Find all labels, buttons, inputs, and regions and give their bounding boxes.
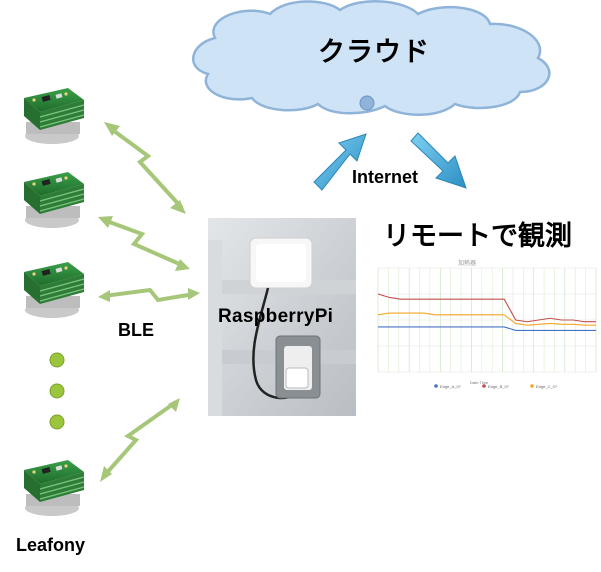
raspberrypi-label: RaspberryPi — [218, 306, 334, 327]
cloud-connection-node — [359, 95, 375, 111]
chart-legend-marker — [434, 384, 438, 388]
chart-series-line — [377, 312, 596, 326]
download-arrow-icon — [410, 132, 467, 189]
ellipsis-dot — [49, 383, 65, 399]
leafony-board-2 — [23, 171, 85, 229]
chart-legend-label: Edge_B_07 — [488, 384, 510, 389]
chart-series-line — [378, 326, 596, 331]
ble-link-3 — [98, 287, 200, 303]
chart-legend-label: Edge_C_07 — [536, 384, 558, 389]
ble-label: BLE — [118, 320, 154, 340]
cloud-label: クラウド — [318, 37, 430, 68]
leafony-board-4 — [23, 459, 85, 517]
chart-series-line — [377, 293, 596, 323]
leafony-board-3 — [23, 261, 85, 319]
ble-link-2 — [98, 216, 190, 271]
leafony-board-1 — [23, 87, 85, 145]
ble-link-1 — [104, 122, 186, 214]
monitoring-chart: Edge_A_07 Edge_B_07 Edge_C_07 — [365, 254, 601, 396]
chart-legend-marker — [482, 384, 486, 388]
ellipsis-dot — [49, 352, 65, 368]
leafony-label: Leafony — [16, 535, 86, 555]
chart-title: 加熱器 — [458, 261, 477, 267]
internet-label: Internet — [352, 167, 419, 187]
chart-xlabel: Date Time — [470, 380, 489, 385]
ble-link-4 — [100, 398, 180, 482]
chart-legend-marker — [530, 384, 534, 388]
ellipsis-dot — [49, 414, 65, 430]
remote-monitoring-label: リモートで観測 — [383, 221, 572, 252]
upload-arrow-icon — [313, 133, 367, 191]
chart-legend: Edge_A_07 Edge_B_07 Edge_C_07 — [434, 384, 558, 389]
raspberrypi-photo — [208, 218, 356, 416]
cloud-shape — [191, 0, 551, 116]
chart-legend-label: Edge_A_07 — [440, 384, 462, 389]
chart-series-group — [377, 293, 596, 331]
